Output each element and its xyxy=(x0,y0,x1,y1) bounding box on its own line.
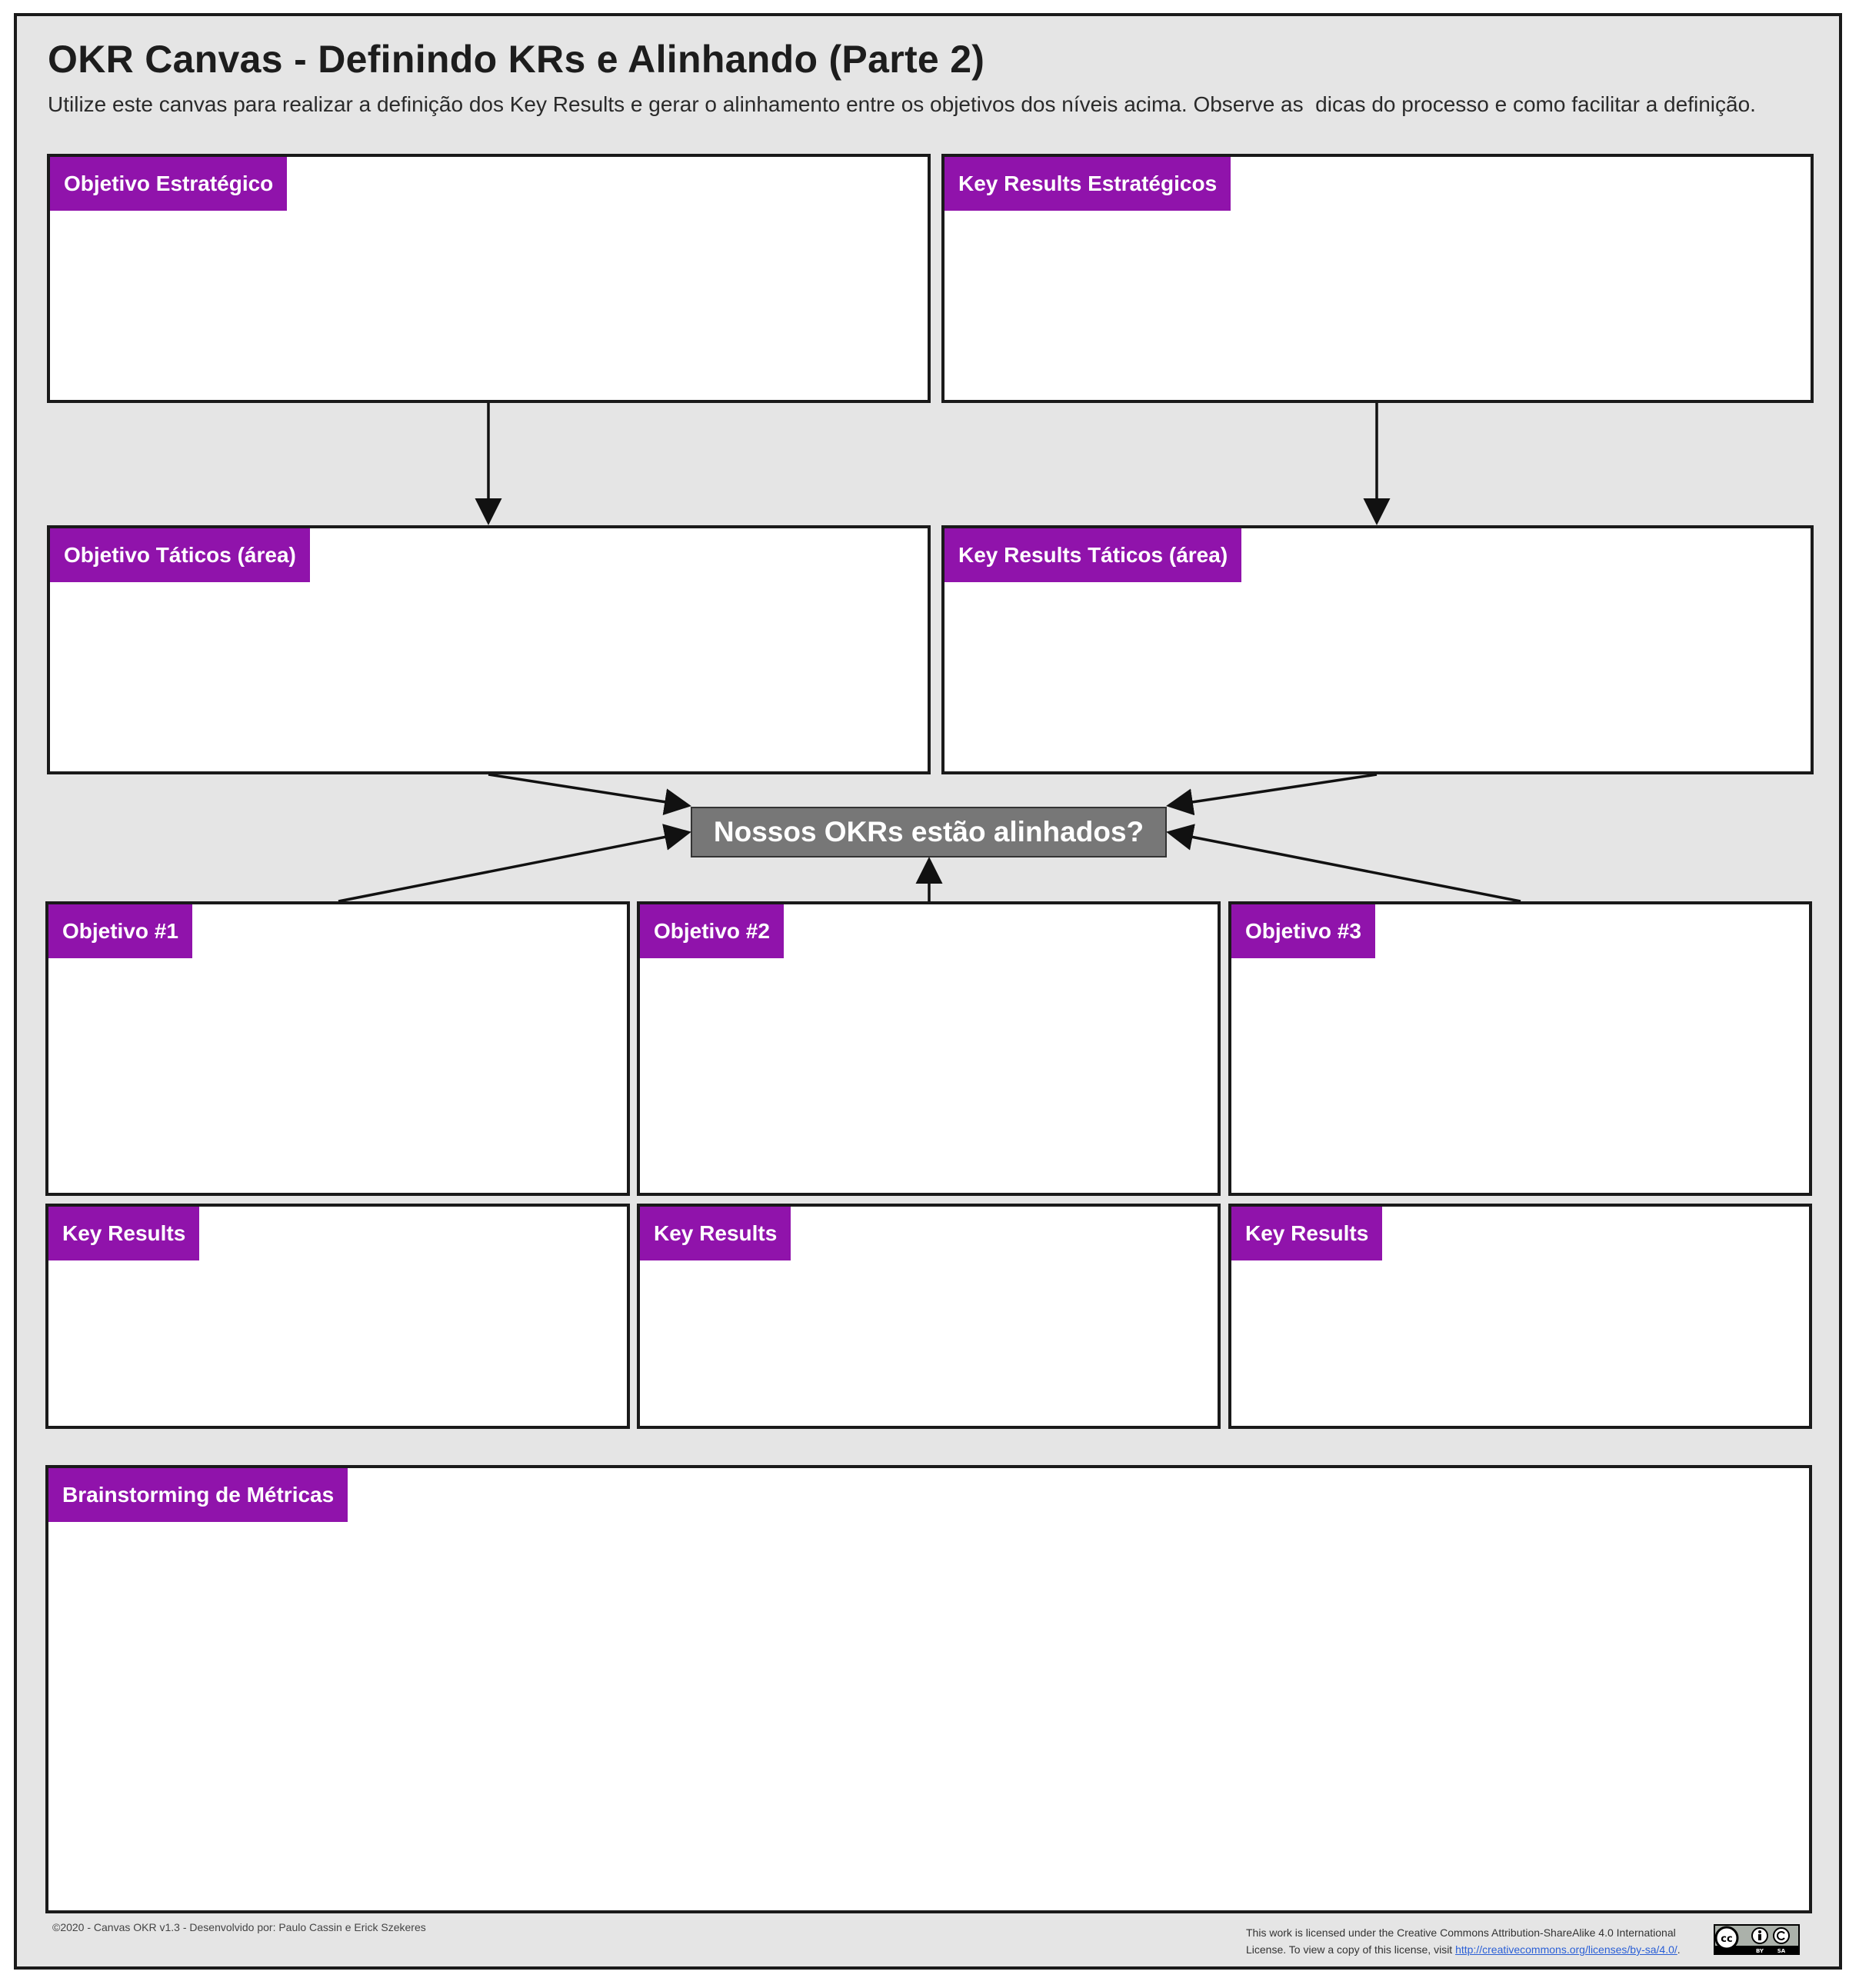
brainstorming-box[interactable]: Brainstorming de Métricas xyxy=(45,1465,1812,1913)
license-notice: This work is licensed under the Creative… xyxy=(1246,1924,1692,1958)
badge-by-text: BY xyxy=(1756,1948,1764,1954)
kr-1-box[interactable]: Key Results xyxy=(45,1204,630,1429)
objetivo-taticos-label: Objetivo Táticos (área) xyxy=(50,528,310,582)
kr-estrategicos-label: Key Results Estratégicos xyxy=(944,157,1231,211)
cc-by-sa-badge-icon: cc BY SA xyxy=(1714,1924,1800,1955)
arrow-obj1-to-question xyxy=(338,824,691,903)
page-title: OKR Canvas - Definindo KRs e Alinhando (… xyxy=(48,38,985,81)
objetivo-1-label: Objetivo #1 xyxy=(48,904,192,958)
license-text: This work is licensed under the Creative… xyxy=(1246,1926,1676,1956)
kr-3-label: Key Results xyxy=(1231,1207,1383,1260)
footer-credits: ©2020 - Canvas OKR v1.3 - Desenvolvido p… xyxy=(52,1921,426,1933)
objetivo-estrategico-label: Objetivo Estratégico xyxy=(50,157,288,211)
objetivo-2-box[interactable]: Objetivo #2 xyxy=(637,901,1221,1196)
kr-1-label: Key Results xyxy=(48,1207,200,1260)
objetivo-taticos-box[interactable]: Objetivo Táticos (área) xyxy=(47,525,931,774)
badge-cc-text: cc xyxy=(1721,1933,1732,1945)
objetivo-3-label: Objetivo #3 xyxy=(1231,904,1375,958)
objetivo-1-box[interactable]: Objetivo #1 xyxy=(45,901,630,1196)
objetivo-2-label: Objetivo #2 xyxy=(640,904,784,958)
alignment-question-box: Nossos OKRs estão alinhados? xyxy=(691,807,1167,857)
brainstorming-label: Brainstorming de Métricas xyxy=(48,1468,348,1522)
kr-taticos-box[interactable]: Key Results Táticos (área) xyxy=(941,525,1814,774)
kr-taticos-label: Key Results Táticos (área) xyxy=(944,528,1242,582)
arrow-kr-tatico-to-question xyxy=(1166,773,1378,816)
objetivo-estrategico-box[interactable]: Objetivo Estratégico xyxy=(47,154,931,403)
badge-sa-text: SA xyxy=(1777,1948,1786,1954)
kr-3-box[interactable]: Key Results xyxy=(1228,1204,1812,1429)
arrow-obj3-to-question xyxy=(1166,824,1521,903)
kr-estrategicos-box[interactable]: Key Results Estratégicos xyxy=(941,154,1814,403)
kr-2-box[interactable]: Key Results xyxy=(637,1204,1221,1429)
arrow-obj-tatico-to-question xyxy=(488,773,691,815)
objetivo-3-box[interactable]: Objetivo #3 xyxy=(1228,901,1812,1196)
license-end: . xyxy=(1677,1943,1681,1956)
license-link[interactable]: http://creativecommons.org/licenses/by-s… xyxy=(1455,1943,1677,1956)
page-subtitle: Utilize este canvas para realizar a defi… xyxy=(48,92,1756,116)
kr-2-label: Key Results xyxy=(640,1207,791,1260)
